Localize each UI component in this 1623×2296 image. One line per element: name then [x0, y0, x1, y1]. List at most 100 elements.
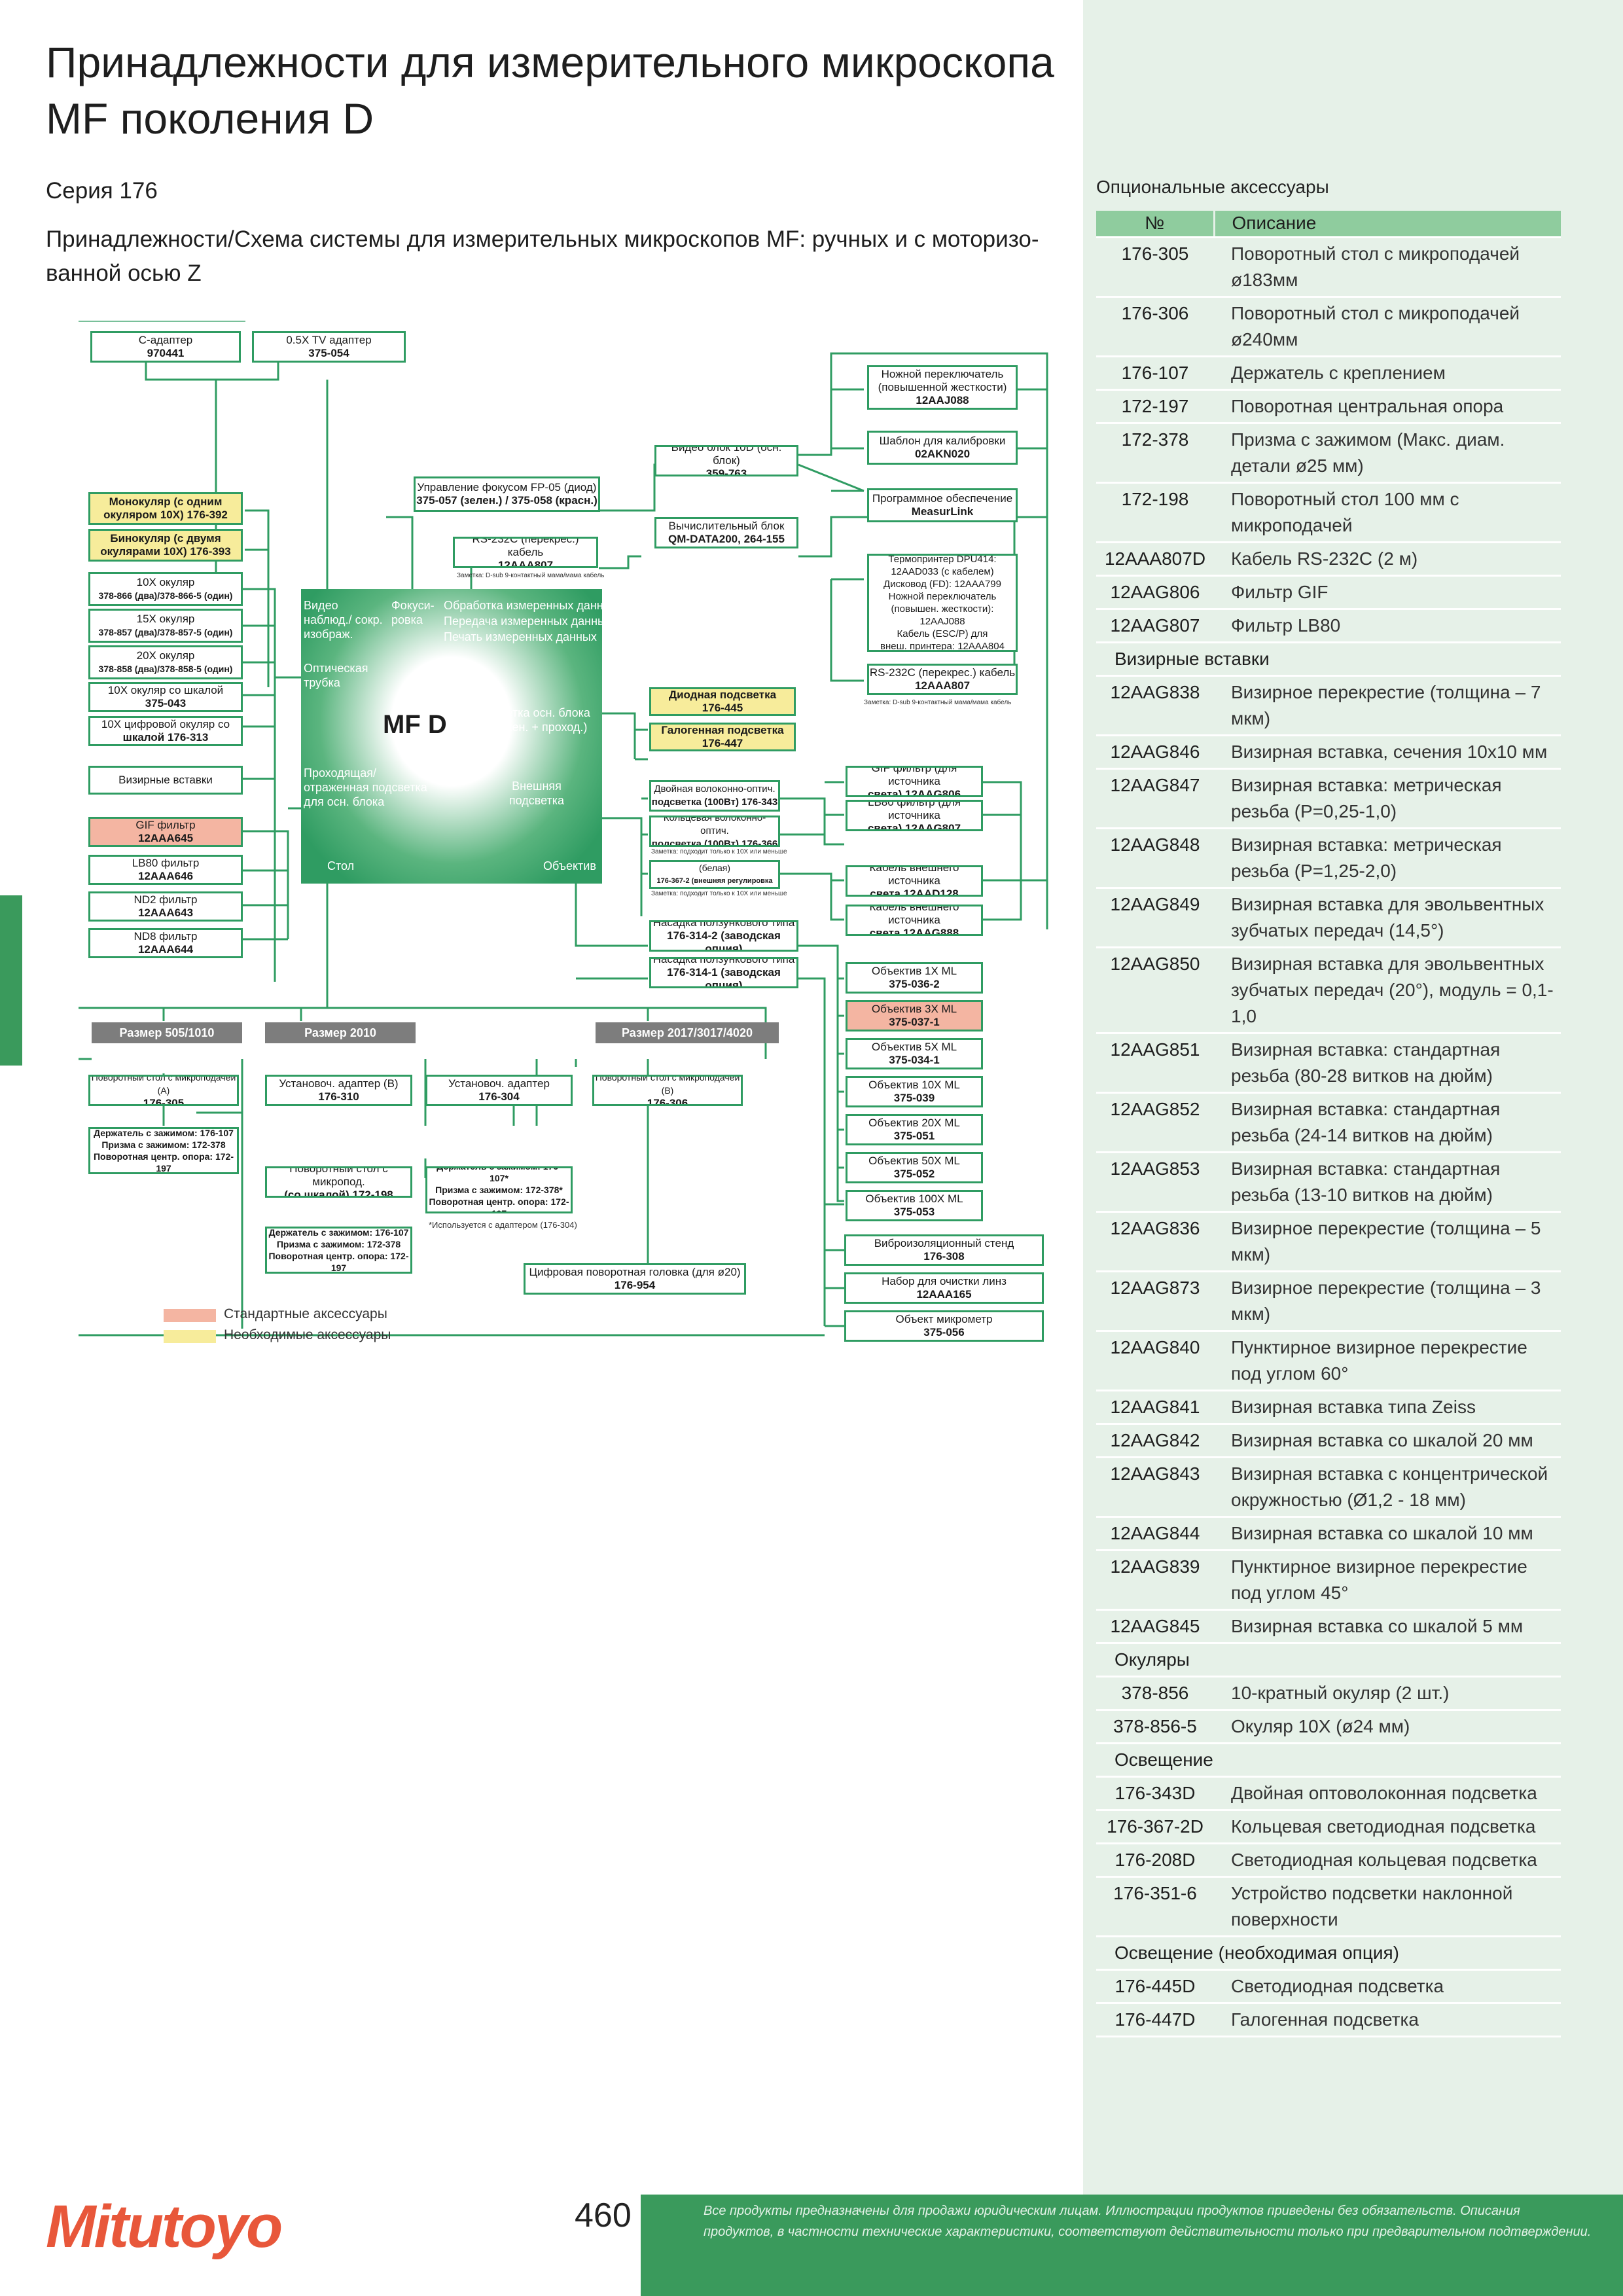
- eyepiece-scale-code: 375-043: [145, 697, 187, 709]
- item-description: Призма с зажимом (Макс. диам. детали ø25…: [1214, 423, 1561, 484]
- item-code: 12AAG850: [1096, 947, 1214, 1034]
- item-code: 12AAG844: [1096, 1516, 1214, 1551]
- slider-nosepiece-1-code: 176-314-2 (заводская опция): [667, 929, 781, 952]
- mfd-optical-tube: Оптическая трубка: [304, 662, 368, 689]
- item-description: Визирная вставка со шкалой 20 мм: [1214, 1424, 1561, 1458]
- objective-3x-box: Объектив 3X ML 375-037-1: [846, 1000, 983, 1031]
- printer-line-2: 12AAD033 (с кабелем): [891, 566, 994, 577]
- item-description: 10-кратный окуляр (2 шт.): [1214, 1676, 1561, 1711]
- mfd-base-illumination: Подсветка осн. блока (отражен. + проход.…: [473, 706, 590, 734]
- item-description: Визирная вставка для эвольвентных зубчат…: [1214, 947, 1561, 1034]
- lens-cleaning-kit-code: 12AAA165: [916, 1288, 972, 1300]
- series-label: Серия 176: [46, 178, 158, 204]
- section-title: Визирные вставки: [1096, 642, 1561, 677]
- column-description-header: Описание: [1213, 211, 1561, 238]
- objective-1x-code: 375-036-2: [889, 978, 940, 990]
- item-description: Визирная вставка: стандартная резьба (13…: [1214, 1152, 1561, 1213]
- lb80-filter-code: 12AAA646: [137, 870, 194, 882]
- item-code: 172-197: [1096, 389, 1214, 424]
- item-code: 176-343D: [1096, 1776, 1214, 1811]
- item-description: Визирная вставка, сечения 10х10 мм: [1214, 735, 1561, 770]
- size-2017-header: Размер 2017/3017/4020: [596, 1022, 779, 1043]
- item-description: Окуляр 10X (ø24 мм): [1214, 1710, 1561, 1744]
- gif-filter-box: GIF фильтр 12AAA645: [88, 817, 243, 847]
- rs232-right-box: RS-232C (перекрес.) кабель 12AAA807: [867, 664, 1018, 695]
- item-code: 176-306: [1096, 296, 1214, 357]
- lb80-source-box: LB80 фильтр (для источника света) 12AAG8…: [846, 800, 983, 831]
- nd2-filter-box: ND2 фильтр 12AAA643: [88, 891, 243, 922]
- item-code: 12AAG849: [1096, 888, 1214, 948]
- rotary-table-b-label: Поворотный стол с микроподачей (B): [595, 1075, 740, 1096]
- rs232-top-box: RS-232C (перекрес.) кабель 12AAA807: [453, 537, 598, 568]
- objective-5x-code: 375-034-1: [889, 1054, 940, 1066]
- item-description: Визирная вставка: стандартная резьба (24…: [1214, 1092, 1561, 1153]
- item-description: Светодиодная подсветка: [1214, 1969, 1561, 2004]
- rotary-table-a-label: Поворотный стол с микроподачей (A): [91, 1075, 236, 1096]
- mfd-objective: Объектив: [543, 859, 596, 872]
- qm-data-code: QM-DATA200, 264-155: [668, 533, 785, 545]
- mfd-title: MF D: [383, 710, 447, 739]
- legend-required-swatch: [164, 1330, 216, 1343]
- ring-fiber-note: Заметка: подходит только к 10Х или меньш…: [651, 848, 787, 855]
- mfd-external-illumination: Внешняя подсветка: [508, 780, 565, 807]
- item-description: Визирная вставка со шкалой 10 мм: [1214, 1516, 1561, 1551]
- item-description: Пунктирное визирное перекрестие под угло…: [1214, 1550, 1561, 1611]
- item-code: 12AAG839: [1096, 1550, 1214, 1611]
- holder-c-box: Держатель с зажимом: 176-107 Призма с за…: [265, 1227, 412, 1274]
- objective-50x-label: Объектив 50X ML: [868, 1155, 960, 1167]
- title-line-1: Принадлежности для измерительного микрос…: [46, 38, 1054, 86]
- eyepiece-20x-box: 20X окуляр 378-858 (два)/378-858-5 (один…: [88, 645, 243, 679]
- holder-b-line-2: Призма с зажимом: 172-378*: [435, 1185, 563, 1195]
- holder-b-box: Держатель с зажимом: 176-107* Призма с з…: [425, 1166, 573, 1213]
- dual-fiber-label: Двойная волоконно-оптич.: [654, 783, 776, 795]
- holder-c-line-3: Поворотная центр. опора: 172-197: [268, 1251, 409, 1273]
- item-code: 12AAG853: [1096, 1152, 1214, 1213]
- digital-eyepiece-code: шкалой 176-313: [122, 731, 209, 744]
- rotary-table-a-box: Поворотный стол с микроподачей (A) 176-3…: [88, 1075, 239, 1106]
- objective-5x-box: Объектив 5X ML 375-034-1: [846, 1038, 983, 1069]
- printer-box: Термопринтер DPU414: 12AAD033 (с кабелем…: [867, 554, 1018, 652]
- eyepiece-15x-box: 15X окуляр 378-857 (два)/378-857-5 (один…: [88, 609, 243, 643]
- nd8-filter-box: ND8 фильтр 12AAA644: [88, 928, 243, 958]
- mount-adapter-b-label: Установоч. адаптер (B): [279, 1077, 399, 1090]
- rotary-table-scale-code: (со шкалой) 172-198: [284, 1189, 393, 1198]
- tv-adapter-code: 375-054: [308, 347, 349, 359]
- item-code: 12AAA807D: [1096, 542, 1214, 577]
- foot-switch-box: Ножной переключатель (повышенной жесткос…: [867, 365, 1018, 410]
- tv-adapter-label: 0.5X TV адаптер: [286, 334, 372, 346]
- item-description: Двойная оптоволоконная подсветка: [1214, 1776, 1561, 1811]
- item-code: 176-305: [1096, 237, 1214, 298]
- mfd-transmitted-illumination: Проходящая/отраженная подсветка для осн.…: [304, 766, 427, 808]
- stage-micrometer-box: Объект микрометр 375-056: [844, 1310, 1044, 1342]
- item-code: 12AAG836: [1096, 1211, 1214, 1272]
- light-cable-1-code: света 12AAD128: [870, 888, 959, 897]
- binocular-box: Бинокуляр (с двумя окулярами 10X) 176-39…: [88, 529, 243, 562]
- calibration-template-code: 02AKN020: [914, 448, 971, 460]
- vibration-stand-code: 176-308: [923, 1250, 965, 1263]
- section-tab-marker: [0, 895, 22, 1066]
- video-unit-label: Видео блок 10D (осн. блок): [671, 445, 782, 467]
- halogen-light-label: Галогенная подсветка: [661, 724, 784, 736]
- objective-1x-label: Объектив 1X ML: [871, 965, 957, 977]
- eyepiece-10x-label: 10X окуляр: [136, 576, 195, 588]
- size-505-header: Размер 505/1010: [92, 1022, 242, 1043]
- item-description: Кольцевая светодиодная подсветка: [1214, 1810, 1561, 1844]
- item-code: 172-378: [1096, 423, 1214, 484]
- mount-adapter-b-code: 176-310: [318, 1090, 359, 1103]
- eyepiece-20x-code: 378-858 (два)/378-858-5 (один): [98, 664, 233, 674]
- slider-nosepiece-2-code: 176-314-1 (заводская опция): [667, 966, 781, 988]
